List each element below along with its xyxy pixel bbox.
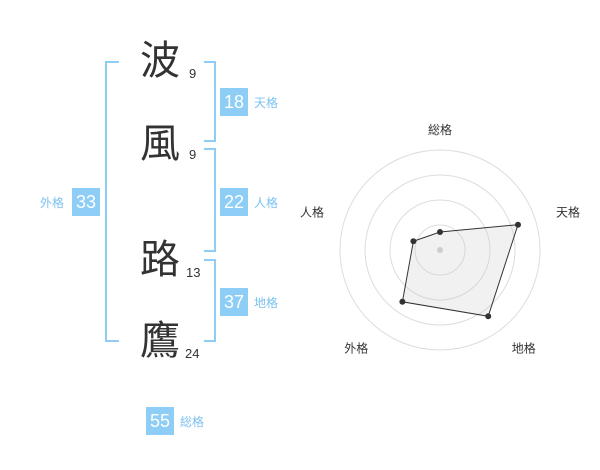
name-char-2: 風 — [140, 121, 180, 167]
chikaku-value: 37 — [220, 288, 248, 316]
radar-ring — [414, 224, 466, 276]
jinkaku-label: 人格 — [254, 196, 279, 210]
gaikaku-bracket — [105, 61, 119, 342]
soukaku-label: 総格 — [180, 415, 205, 429]
chikaku-bracket — [204, 259, 216, 342]
radar-point-4 — [399, 298, 406, 305]
radar-axis-label-5: 人格 — [300, 204, 324, 219]
name-char-1: 波 — [140, 38, 180, 84]
jinkaku-bracket — [204, 148, 216, 252]
radar-ring — [364, 174, 516, 326]
radar-area — [401, 224, 519, 317]
name-char-3: 路 — [140, 237, 180, 283]
stroke-count-2: 9 — [189, 147, 197, 162]
chikaku-label: 地格 — [254, 296, 279, 310]
stroke-count-4: 24 — [185, 346, 200, 361]
radar-axis-label-4: 外格 — [344, 341, 368, 356]
gaikaku-label: 外格 — [40, 196, 65, 210]
radar-center — [437, 247, 443, 253]
radar-ring — [339, 149, 541, 351]
tenkaku-bracket — [204, 61, 216, 142]
jinkaku-value: 22 — [220, 188, 248, 216]
tenkaku-value: 18 — [220, 88, 248, 116]
soukaku-value: 55 — [146, 407, 174, 435]
radar-axis-label-2: 天格 — [556, 204, 580, 219]
tenkaku-label: 天格 — [254, 96, 279, 110]
radar-point-1 — [437, 229, 443, 235]
name-char-4: 鷹 — [140, 318, 180, 364]
gaikaku-value: 33 — [72, 188, 100, 216]
radar-point-5 — [410, 238, 417, 245]
stroke-count-1: 9 — [189, 66, 197, 81]
radar-axis-label-1: 総格 — [428, 122, 452, 137]
radar-ring — [389, 199, 491, 301]
radar-point-2 — [515, 221, 521, 228]
radar-axis-label-3: 地格 — [512, 341, 536, 356]
radar-point-3 — [485, 313, 492, 320]
stroke-count-3: 13 — [186, 265, 201, 280]
